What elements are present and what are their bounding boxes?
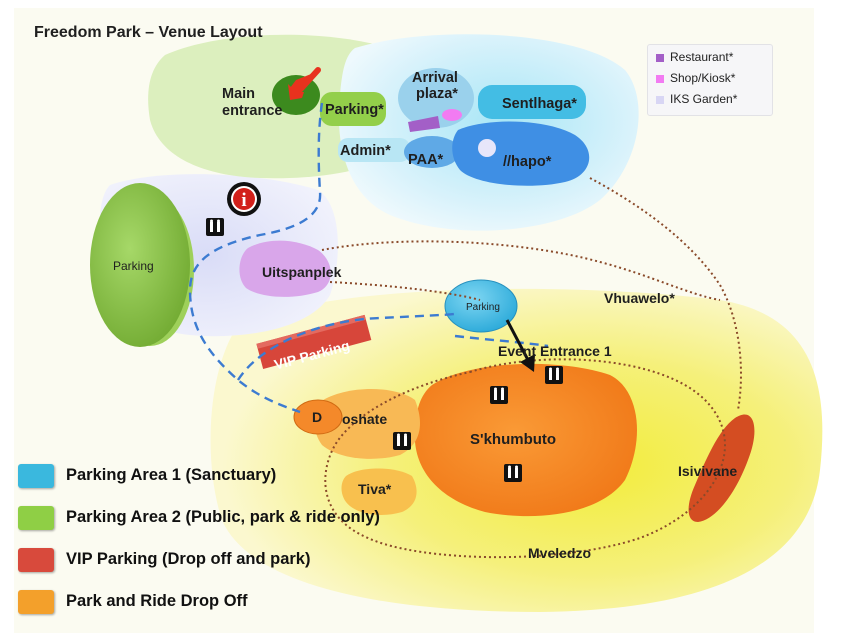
toilet-icon [504,464,522,482]
toilet-icon [545,366,563,384]
key-row-iks-garden: IKS Garden* [656,92,772,108]
parking-top-area [320,92,386,126]
paa-area [404,136,460,168]
restaurant-swatch [656,54,664,62]
label-arrival-line2: plaza* [416,86,458,102]
toilet-icon [490,386,508,404]
parking-left-area [90,183,190,347]
route-mveledzo-loop [324,358,726,559]
legend-row-parking-area-1: Parking Area 1 (Sanctuary) [18,462,458,492]
admin-area [338,138,410,162]
label-main-entrance-line2: entrance [222,103,282,119]
label-parking-left: Parking [113,259,154,273]
event-arrow-shaft [505,319,530,361]
legend-label-vip-parking: VIP Parking (Drop off and park) [66,550,311,568]
label-tiva: Tiva* [358,481,392,497]
label-sentlhaga: Sentlhaga* [502,96,577,112]
skhumbuto-area [414,363,637,517]
legend-label-parking-area-2: Parking Area 2 (Public, park & ride only… [66,508,380,526]
label-parking-top: Parking* [325,102,384,118]
route-uitspanplek-east [321,240,721,301]
event-arrow-head [520,354,535,372]
legend-label-park-and-ride: Park and Ride Drop Off [66,592,248,610]
shop-marker [442,109,462,121]
route-vip-walk [188,102,324,414]
red-arrow-shaft [295,67,321,95]
d-marker-circle[interactable] [293,399,343,435]
label-event-entrance: Event Entrance 1 [498,343,612,359]
label-paa: PAA* [408,152,444,168]
legend-row-park-and-ride: Park and Ride Drop Off [18,588,458,618]
key-label-shop: Shop/Kiosk* [670,71,736,85]
label-uitspanplek: Uitspanplek [262,264,342,280]
red-arrow-head [288,84,302,100]
legend-row-parking-area-2: Parking Area 2 (Public, park & ride only… [18,504,458,534]
key-label-restaurant: Restaurant* [670,50,734,64]
map-title: Freedom Park – Venue Layout [34,24,263,41]
route-uitspanplek-south [329,281,481,301]
route-vhuawelo [589,177,742,411]
legend-row-vip-parking: VIP Parking (Drop off and park) [18,546,458,576]
toilet-icon [393,432,411,450]
parking-circle-area [444,279,518,333]
label-hapo: //hapo* [503,154,552,170]
facility-key: Restaurant* Shop/Kiosk* IKS Garden* [647,44,773,116]
hapo-area [452,121,590,186]
label-parking-circle: Parking [466,302,500,313]
key-row-shop: Shop/Kiosk* [656,71,772,87]
label-arrival-line1: Arrival [412,70,458,86]
label-d-marker: D [312,409,322,425]
shop-swatch [656,75,664,83]
iks-garden-swatch [656,96,664,104]
route-vip-drive [236,312,456,381]
label-moshate: oshate [342,411,387,427]
legend-swatch-parking-area-2 [18,506,54,530]
info-glyph: i [241,190,246,211]
label-isivivane: Isivivane [678,463,737,479]
label-vhuawelo: Vhuawelo* [604,290,675,306]
key-row-restaurant: Restaurant* [656,50,772,66]
key-label-iks-garden: IKS Garden* [670,92,738,106]
legend-swatch-vip-parking [18,548,54,572]
label-admin: Admin* [340,143,391,159]
legend-label-parking-area-1: Parking Area 1 (Sanctuary) [66,466,277,484]
label-mveledzo: Mveledzo [528,545,591,561]
legend-swatch-parking-area-1 [18,464,54,488]
legend-swatch-park-and-ride [18,590,54,614]
label-skhumbuto: S'khumbuto [470,431,556,448]
label-main-entrance-line1: Main [222,86,255,102]
vip-parking-banner [256,314,372,370]
sentlhaga-area [478,85,586,119]
tiva-area [341,468,417,515]
route-event-access [454,334,549,348]
iks-garden-circle [478,139,496,157]
info-icon[interactable]: i [227,182,261,216]
toilet-icon [206,218,224,236]
uitspanplek-area [239,240,331,297]
restaurant-marker [408,116,440,132]
